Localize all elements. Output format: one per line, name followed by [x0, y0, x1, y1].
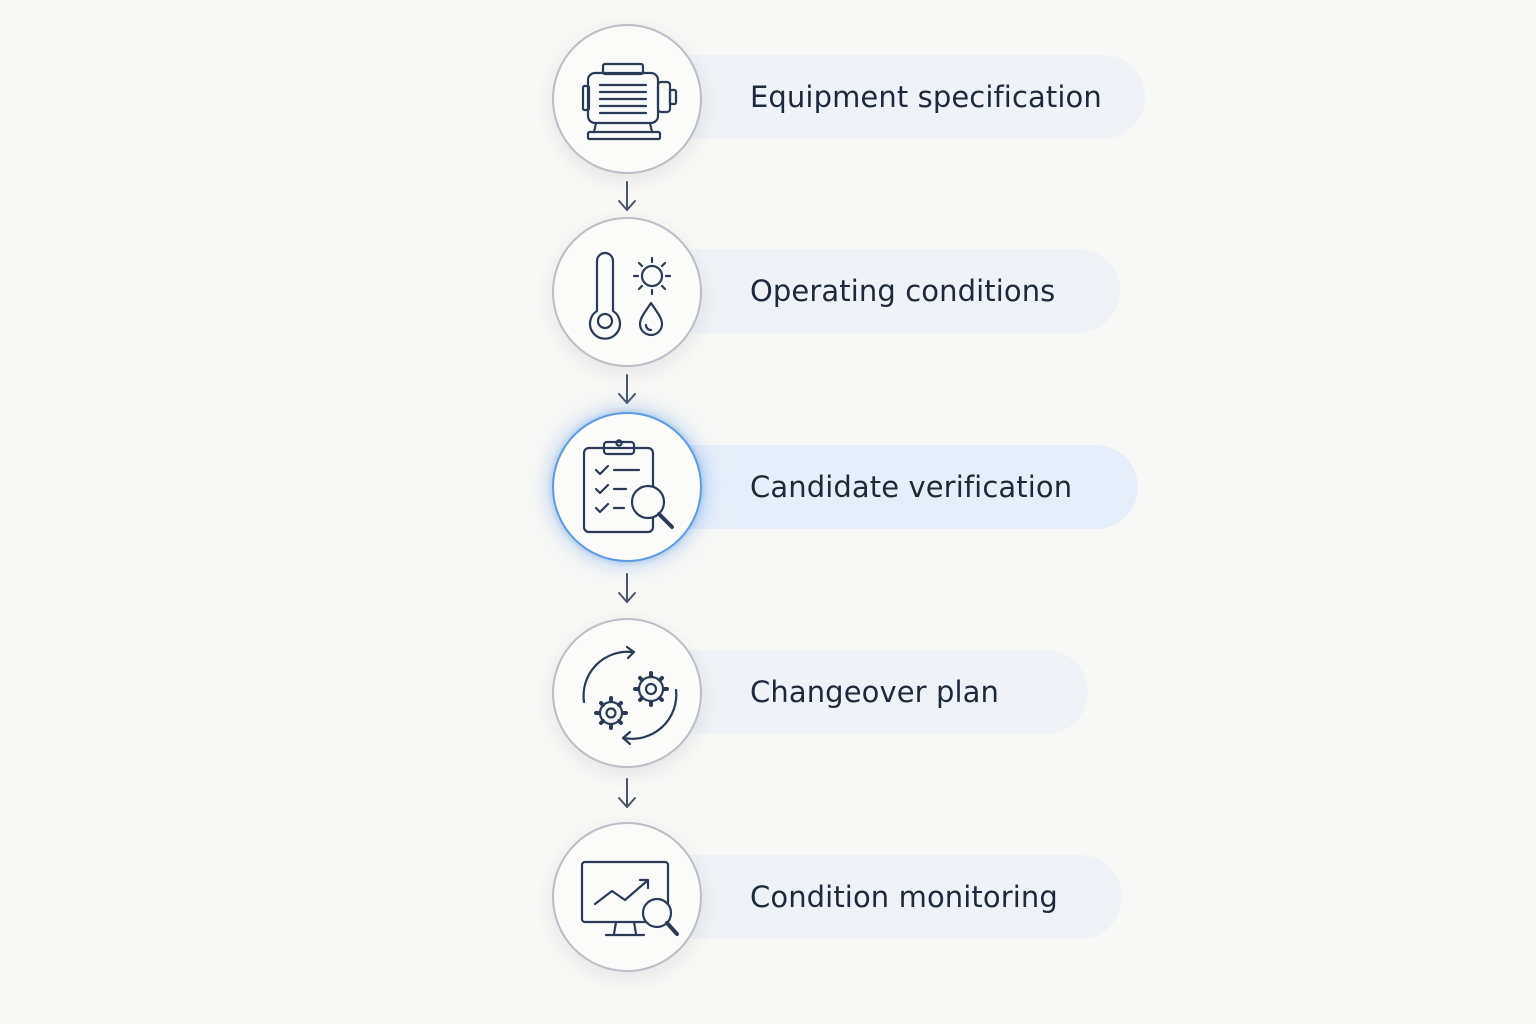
step-5-node: [552, 822, 702, 972]
gears-cycle-icon: [582, 645, 678, 746]
thermometer-sun-droplet-icon: [588, 251, 672, 340]
step-3-label: Candidate verification: [750, 470, 1073, 504]
step-4-label: Changeover plan: [750, 675, 1000, 709]
step-2-label: Operating conditions: [750, 274, 1056, 308]
step-5-label: Condition monitoring: [750, 880, 1058, 914]
arrow-down-icon: [618, 778, 636, 808]
step-3-node: [552, 412, 702, 562]
arrow-down-icon: [618, 181, 636, 211]
step-4-node: [552, 618, 702, 768]
step-1-node: [552, 24, 702, 174]
step-1-label: Equipment specification: [750, 80, 1102, 114]
motor-icon: [581, 62, 678, 141]
arrow-down-icon: [618, 573, 636, 603]
clipboard-checklist-magnifier-icon: [582, 439, 674, 534]
step-2-node: [552, 217, 702, 367]
arrow-down-icon: [618, 374, 636, 404]
monitor-chart-magnifier-icon: [580, 860, 679, 937]
